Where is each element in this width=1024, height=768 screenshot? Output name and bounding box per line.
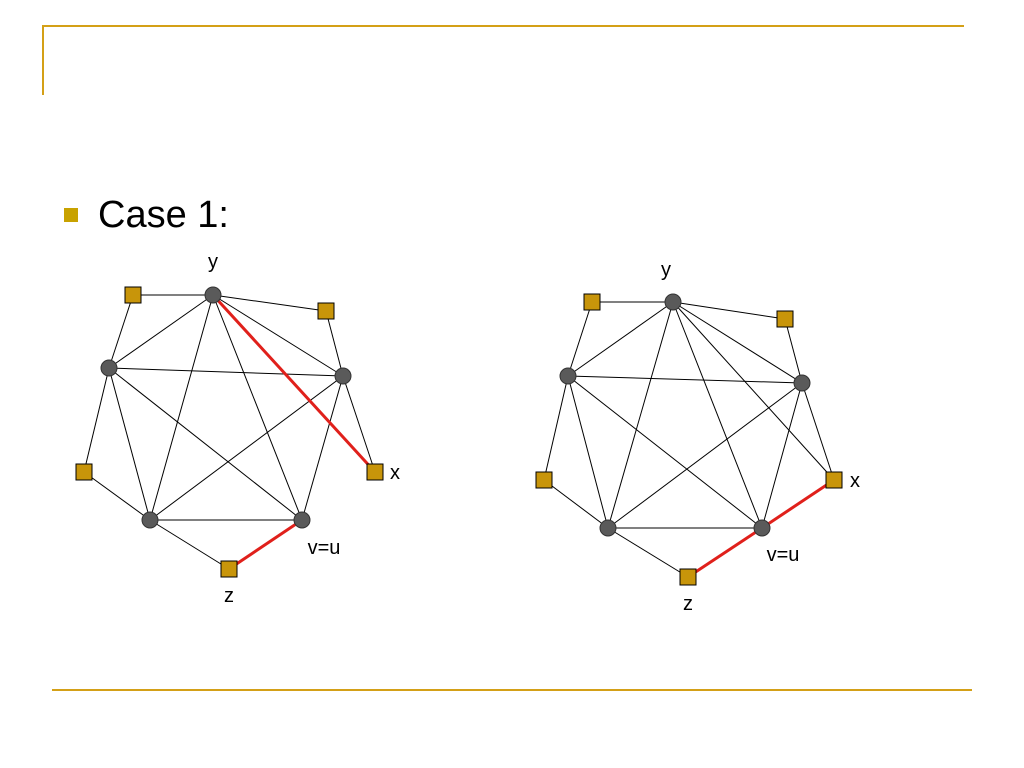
edge-c3-x [801, 382, 835, 481]
square-node-z [679, 568, 697, 586]
circle-node-c4 [599, 519, 617, 537]
edge-y-c2 [108, 294, 214, 369]
edge-s2-c3 [784, 318, 803, 384]
edge-y-c3 [672, 301, 803, 384]
edge-c2-c4 [567, 375, 609, 529]
bullet-text: Case 1: [98, 193, 229, 236]
edge-y-c4 [607, 301, 674, 529]
highlighted-edge-y-x [211, 293, 377, 474]
circle-node-y [664, 293, 682, 311]
edge-y-c2 [567, 301, 674, 377]
edge-y-v [672, 301, 763, 529]
edge-c3-v [301, 375, 344, 521]
graph-2: y v=u x z [535, 259, 860, 615]
square-node-s1 [124, 286, 142, 304]
top-rule [42, 25, 964, 27]
edge-c2-c3 [567, 375, 803, 384]
node-label-v: v=u [308, 537, 341, 559]
edge-y-v [212, 294, 303, 521]
highlighted-edge-v-x [761, 478, 835, 530]
edge-y-x [672, 301, 835, 481]
edge-s1-c2 [567, 301, 593, 377]
square-node-s1 [583, 293, 601, 311]
circle-node-v [753, 519, 771, 537]
edge-s3-c4 [83, 471, 151, 521]
edge-c2-s3 [543, 375, 569, 481]
square-node-s2 [317, 302, 335, 320]
bottom-rule [52, 689, 972, 691]
node-label-z: z [224, 585, 234, 607]
edge-c3-x [342, 375, 376, 473]
graph-1: y v=u x z [75, 251, 400, 607]
node-label-z: z [683, 593, 693, 615]
square-node-z [220, 560, 238, 578]
square-node-x [825, 471, 843, 489]
edge-y-s2 [212, 294, 327, 312]
square-node-s3 [75, 463, 93, 481]
edge-c2-v [567, 375, 763, 529]
left-rule [42, 25, 44, 95]
node-label-x: x [850, 470, 860, 492]
edge-c2-c3 [108, 367, 344, 377]
edge-c2-c4 [108, 367, 151, 521]
square-bullet-icon [64, 208, 78, 222]
square-node-s2 [776, 310, 794, 328]
node-label-x: x [390, 462, 400, 484]
edge-c3-v [761, 382, 803, 529]
edge-c2-v [108, 367, 303, 521]
edge-c3-c4 [149, 375, 344, 521]
edge-c2-s3 [83, 367, 110, 473]
square-node-s3 [535, 471, 553, 489]
edge-s3-c4 [543, 479, 609, 529]
circle-node-c3 [334, 367, 352, 385]
circle-node-c2 [559, 367, 577, 385]
edge-y-c3 [212, 294, 344, 377]
edge-c3-c4 [607, 382, 803, 529]
square-node-x [366, 463, 384, 481]
edge-y-s2 [672, 301, 786, 320]
circle-node-c2 [100, 359, 118, 377]
node-label-y: y [661, 259, 671, 281]
highlighted-edge-z-v [687, 526, 763, 579]
node-label-y: y [208, 251, 218, 273]
bullet-item: Case 1: [64, 190, 229, 240]
circle-node-c4 [141, 511, 159, 529]
circle-node-y [204, 286, 222, 304]
edge-y-c4 [149, 294, 214, 521]
node-label-v: v=u [767, 544, 800, 566]
edge-s2-c3 [325, 310, 344, 377]
highlighted-edge-z-v [228, 518, 303, 571]
edge-c4-z [149, 519, 230, 570]
edge-s1-c2 [108, 294, 134, 369]
circle-node-c3 [793, 374, 811, 392]
circle-node-v [293, 511, 311, 529]
edge-c4-z [607, 527, 689, 578]
